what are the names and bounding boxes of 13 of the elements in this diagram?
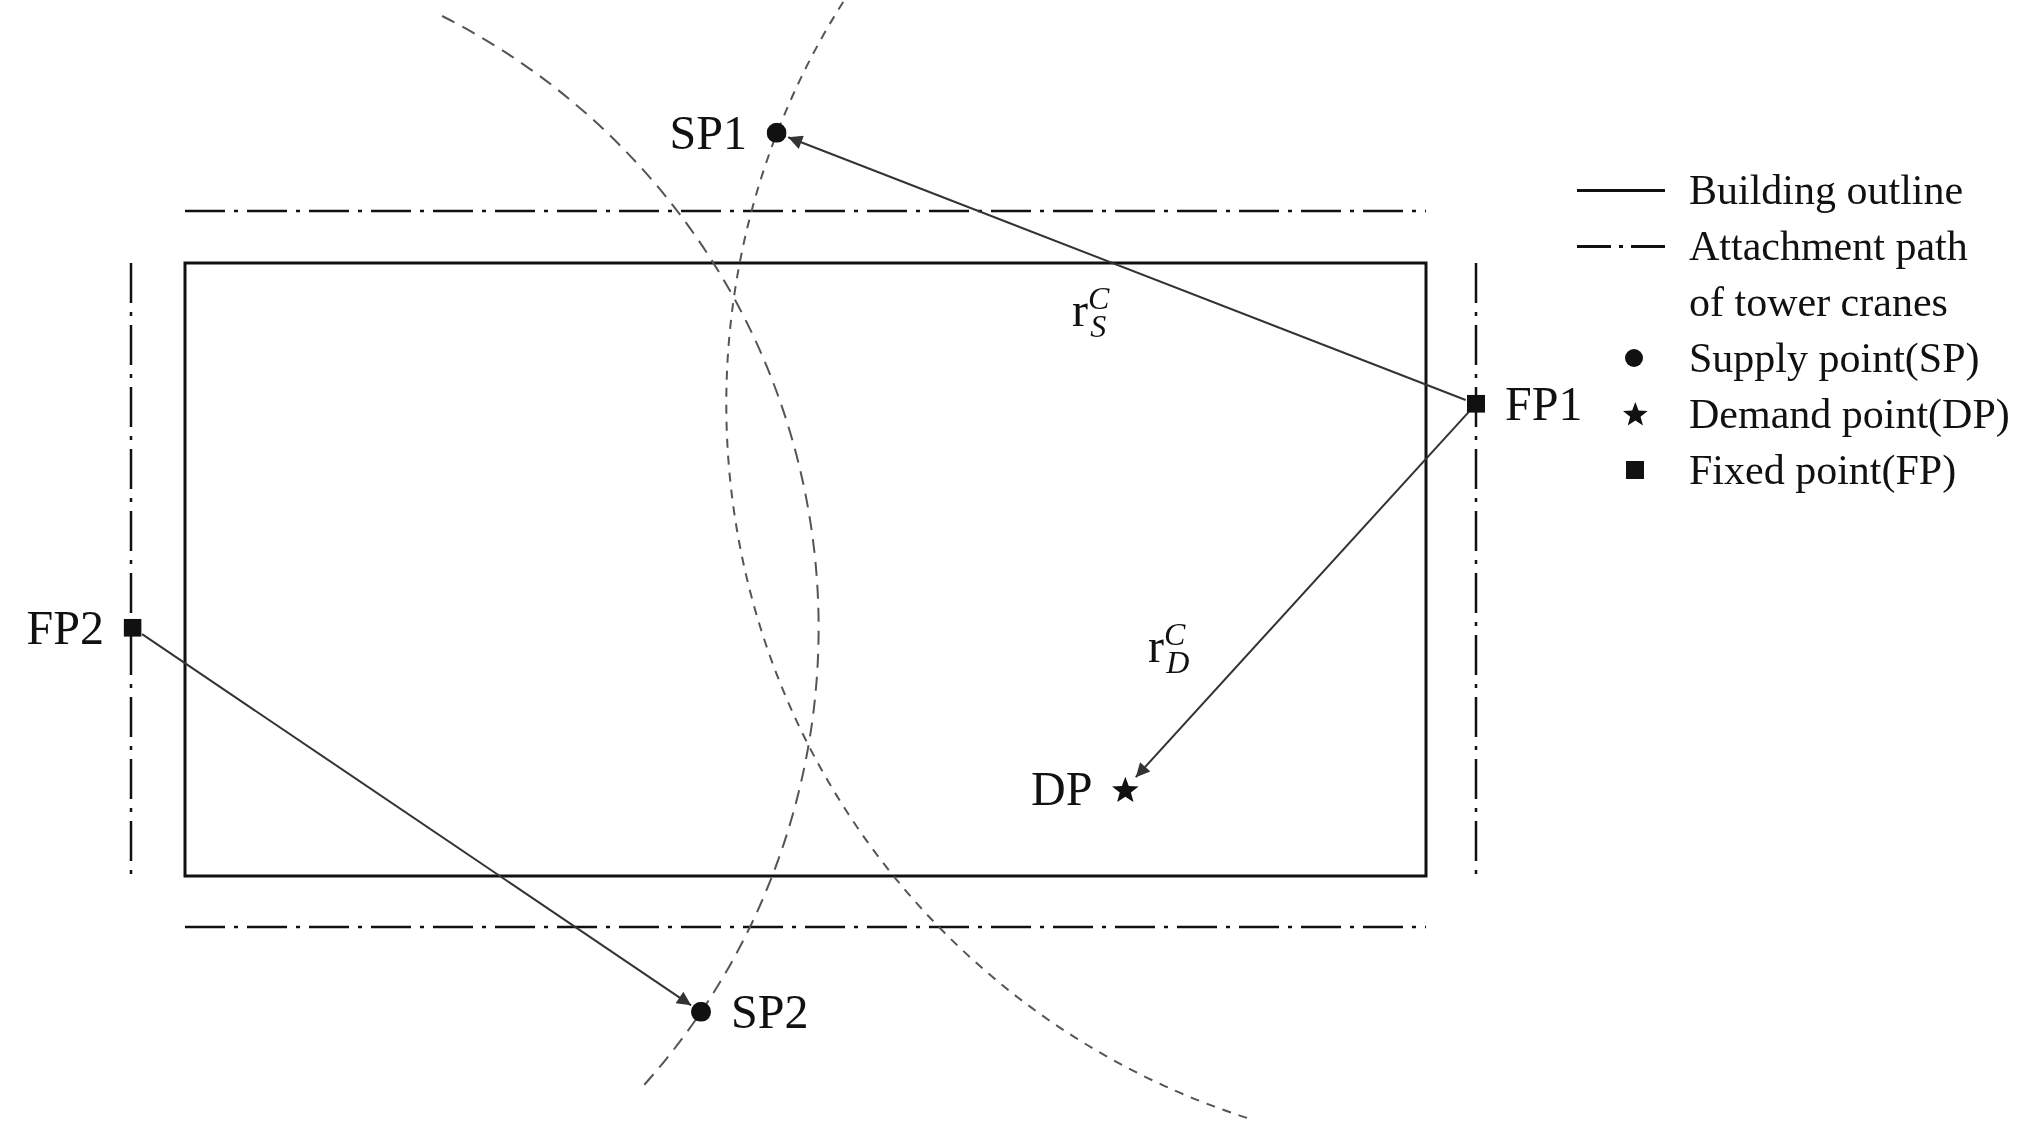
legend-label: Fixed point(FP) xyxy=(1689,446,1957,495)
point-label: FP2 xyxy=(26,602,104,654)
point-label: SP2 xyxy=(731,986,809,1038)
point-label: SP1 xyxy=(669,107,747,159)
point-label: DP xyxy=(1031,763,1093,815)
legend-label: Building outline xyxy=(1689,166,1964,215)
arrow xyxy=(1134,411,1470,779)
arrow xyxy=(787,135,1467,401)
legend-label: Attachment path of tower cranes xyxy=(1689,222,1969,327)
point-label: FP1 xyxy=(1505,378,1583,430)
legend-label: Demand point(DP) xyxy=(1689,390,2010,439)
arrow xyxy=(141,633,693,1007)
legend-label: Supply point(SP) xyxy=(1689,334,1980,383)
